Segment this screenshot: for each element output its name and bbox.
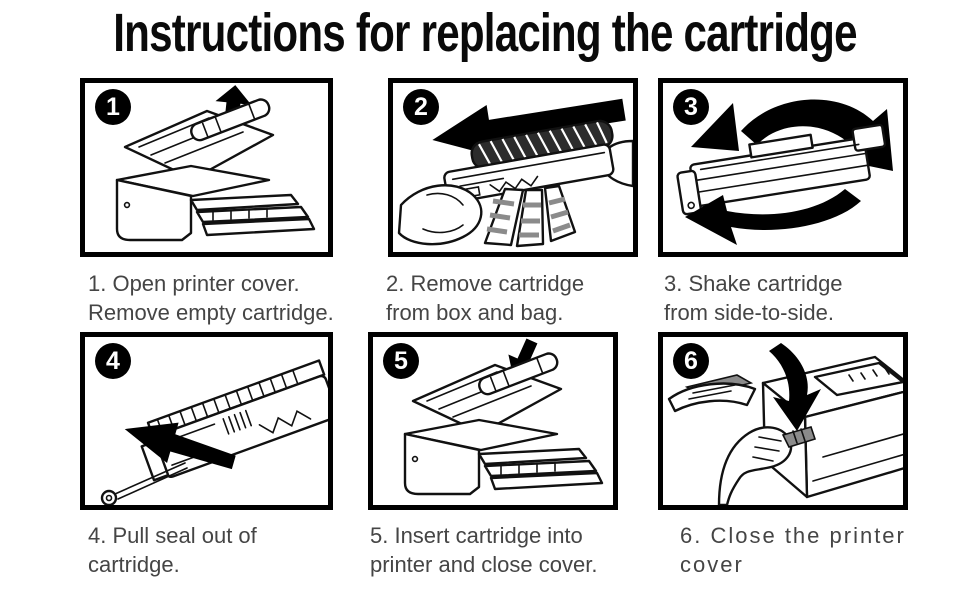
gripping-hand-drawing — [719, 427, 815, 505]
step-4-number-badge: 4 — [95, 343, 131, 379]
step-number: 2 — [414, 92, 428, 121]
curved-down-arrow-icon — [769, 343, 821, 431]
step-3-illustration — [663, 99, 893, 245]
step-6-number-badge: 6 — [673, 343, 709, 379]
page-title: Instructions for replacing the cartridge — [113, 3, 857, 63]
shake-bottom-arrow-icon — [685, 189, 861, 245]
step-5-panel: 5 — [368, 332, 618, 510]
caption-line: cartridge. — [88, 552, 180, 577]
cartridge-drawing — [674, 124, 891, 215]
caption-line: 2. Remove cartridge — [386, 271, 585, 296]
step-3-panel: 3 — [658, 78, 908, 257]
step-1-illustration — [85, 85, 328, 252]
printer-open-drawing — [117, 97, 314, 240]
step-1-caption: 1. Open printer cover. Remove empty cart… — [88, 269, 334, 327]
caption-line: Remove empty cartridge. — [88, 300, 334, 325]
step-2-caption: 2. Remove cartridge from box and bag. — [386, 269, 584, 327]
top-hand-drawing — [669, 375, 755, 411]
shake-left-arrowhead-icon — [691, 103, 739, 151]
step-4-caption: 4. Pull seal out of cartridge. — [88, 521, 257, 579]
step-1-panel: 1 — [80, 78, 333, 257]
step-number: 3 — [684, 92, 698, 121]
caption-line: 6. Close the printer — [680, 523, 906, 548]
caption-line: 4. Pull seal out of — [88, 523, 257, 548]
step-2-number-badge: 2 — [403, 89, 439, 125]
step-2-panel: 2 — [388, 78, 638, 257]
bag-drawing — [485, 186, 575, 246]
printer-box-drawing — [763, 357, 903, 497]
step-6-panel: 6 — [658, 332, 908, 510]
step-5-caption: 5. Insert cartridge into printer and clo… — [370, 521, 597, 579]
step-number: 1 — [106, 92, 120, 121]
step-number: 5 — [394, 346, 408, 375]
step-5-illustration — [373, 338, 613, 505]
caption-line: cover — [680, 552, 744, 577]
step-5-number-badge: 5 — [383, 343, 419, 379]
down-left-arrow-icon — [124, 422, 236, 470]
step-6-caption: 6. Close the printer cover — [680, 521, 906, 579]
caption-line: 3. Shake cartridge — [664, 271, 843, 296]
caption-line: from box and bag. — [386, 300, 564, 325]
step-3-number-badge: 3 — [673, 89, 709, 125]
step-1-number-badge: 1 — [95, 89, 131, 125]
seal-tape-drawing — [102, 463, 187, 505]
step-2-illustration — [393, 98, 633, 252]
caption-line: 1. Open printer cover. — [88, 271, 300, 296]
step-number: 6 — [684, 346, 698, 375]
caption-line: from side-to-side. — [664, 300, 834, 325]
caption-line: printer and close cover. — [370, 552, 598, 577]
up-arrow-icon — [215, 85, 252, 131]
step-6-illustration — [663, 343, 903, 505]
caption-line: 5. Insert cartridge into — [370, 523, 583, 548]
step-4-panel: 4 — [80, 332, 333, 510]
left-hand-drawing — [399, 185, 481, 244]
step-number: 4 — [106, 346, 120, 375]
step-4-illustration — [85, 337, 328, 505]
step-3-caption: 3. Shake cartridge from side-to-side. — [664, 269, 843, 327]
printer-open-drawing — [405, 351, 602, 494]
